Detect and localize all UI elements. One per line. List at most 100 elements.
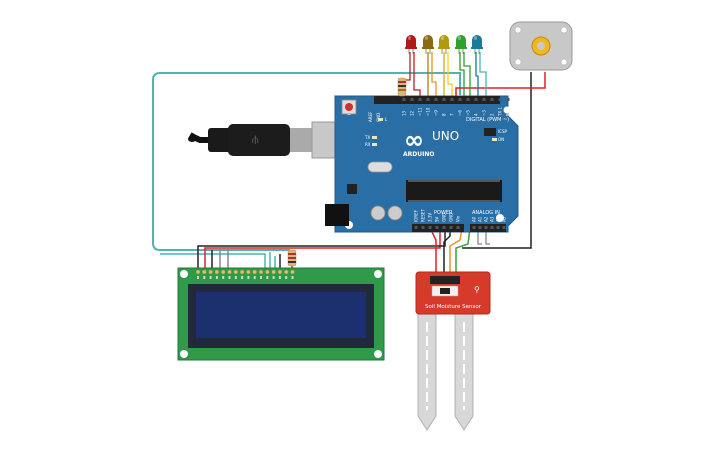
digital-pin[interactable] [450,98,454,101]
digital-pin[interactable] [482,98,486,101]
analog-pin[interactable] [496,226,500,229]
wire-analog-gray-1 [477,228,482,245]
usb-chip [347,184,357,194]
digital-pin-label: 13 [402,110,407,116]
power-pin[interactable] [421,226,425,229]
digital-pin[interactable] [410,98,414,101]
lcd-pin[interactable] [220,269,226,275]
digital-pin-label: TX 1 [498,107,503,117]
digital-pin[interactable] [442,98,446,101]
wire-led4-b [463,52,471,96]
lcd-pin[interactable] [246,269,251,275]
power-pin-label: Vin [456,215,461,222]
wire-sensor-green [455,227,471,276]
lcd-pin[interactable] [252,269,257,275]
power-pin[interactable] [456,226,460,229]
wire-lcd-teal-3 [160,253,266,268]
digital-pin-label: ~11 [418,107,423,116]
lcd-pin[interactable] [208,269,213,275]
analog-pin[interactable] [478,226,482,229]
power-pin[interactable] [449,226,453,229]
led-4 [455,35,467,54]
lcd-pin[interactable] [233,269,239,275]
wire-led4 [459,52,465,96]
lcd-pin[interactable] [239,269,245,275]
power-pin[interactable] [435,226,439,229]
lcd-pin[interactable] [202,269,207,275]
icsp-header: ICSP [484,128,508,136]
lcd-pin[interactable] [227,269,232,275]
sensor-logo-icon: ⚲ [474,285,480,294]
analog-pin-label: A1 [478,216,483,222]
digital-pin[interactable] [434,98,438,101]
atmega-chip [406,180,502,202]
analog-pin[interactable] [472,226,476,229]
lcd-pin[interactable] [290,269,295,275]
wire-led1-b [413,52,421,96]
lcd-pin[interactable] [214,269,220,275]
gnd-label: GND [376,113,381,122]
wire-analog-gray-2 [485,228,490,245]
digital-header [382,96,500,104]
digital-pin[interactable] [402,98,406,101]
power-header-label: POWER [434,210,453,216]
analog-header-label: ANALOG IN [472,210,500,216]
wire-sensor-red [431,228,437,276]
svg-text:ICSP: ICSP [498,129,508,134]
lcd-resistor [287,249,297,267]
digital-pin[interactable] [466,98,470,101]
led-5 [471,35,483,54]
analog-header [470,224,506,232]
lcd-pin[interactable] [258,269,264,275]
digital-pin-label: ~5 [466,110,471,116]
crystal [367,161,393,173]
power-pin-label: GND [449,213,454,222]
digital-pin[interactable] [498,98,502,101]
analog-pin[interactable] [490,226,494,229]
lcd-pin-header [195,269,295,279]
wire-sensor-orange [449,227,463,276]
lcd-screen [196,292,366,338]
digital-pin[interactable] [426,98,430,101]
lcd-16x2 [177,267,385,361]
analog-pin[interactable] [484,226,488,229]
digital-pin[interactable] [490,98,494,101]
usb-plug-body [208,128,232,152]
lcd-pin[interactable] [265,269,270,275]
analog-pin[interactable] [502,226,506,229]
digital-pin-label: 8 [442,113,447,116]
digital-pin-label: RX 0 [506,106,511,116]
analog-pin-label: A4 [496,216,501,222]
tx-label: TX [364,135,370,140]
digital-pin-label: ~9 [434,110,439,116]
on-label: ON [498,137,504,142]
digital-pin[interactable] [506,98,510,101]
led-2 [422,35,434,54]
power-pin[interactable] [428,226,432,229]
digital-pin[interactable] [458,98,462,101]
capacitor-1 [370,205,386,221]
digital-pin[interactable] [418,98,422,101]
digital-pin-label: 2 [490,113,495,116]
led-array [405,35,483,54]
lcd-pin[interactable] [271,269,276,275]
power-pin-label: GND [442,213,447,222]
lcd-pin[interactable] [283,269,289,275]
l-label: L [385,117,388,122]
analog-pin-label: A3 [490,216,495,222]
digital-pin[interactable] [474,98,478,101]
led-3 [438,35,450,54]
lcd-pin[interactable] [195,269,201,275]
power-pin[interactable] [442,226,446,229]
board-model: UNO [432,129,459,143]
digital-pin-label: ~10 [426,107,431,116]
sensor-label: Soil Moisture Sensor [425,304,482,310]
dc-motor [509,21,573,71]
lcd-pin[interactable] [277,269,283,275]
analog-pin-label: A0 [472,216,477,222]
power-pin[interactable] [414,226,418,229]
